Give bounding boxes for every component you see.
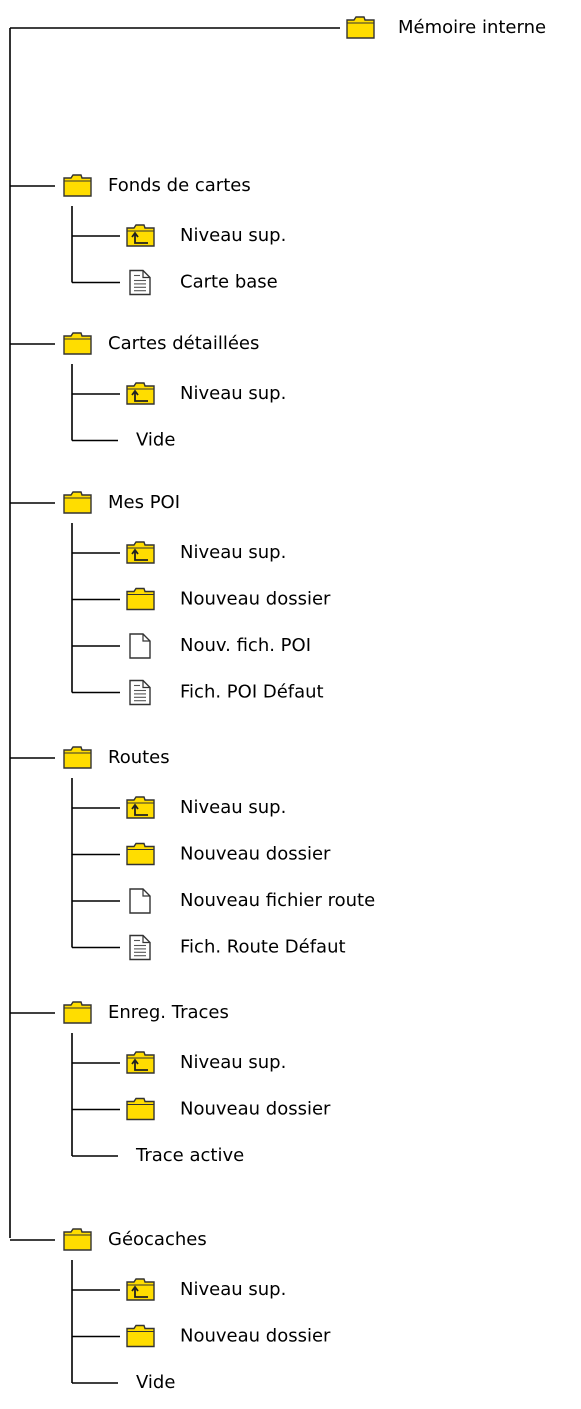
- group-label: Géocaches: [108, 1229, 207, 1250]
- child-label: Niveau sup.: [180, 383, 286, 404]
- child-label: Fich. Route Défaut: [180, 937, 346, 958]
- child-label: Nouveau dossier: [180, 1326, 331, 1347]
- parent-level-icon: [126, 796, 155, 819]
- group-folder-icon: [63, 1001, 92, 1024]
- parent-level-icon: [126, 1278, 155, 1301]
- child-label: Niveau sup.: [180, 542, 286, 563]
- parent-level-icon: [126, 382, 155, 405]
- group-folder-icon: [63, 491, 92, 514]
- child-label: Nouveau fichier route: [180, 890, 375, 911]
- folder-icon: [126, 842, 155, 866]
- child-label: Nouveau dossier: [180, 1099, 331, 1120]
- child-label: Vide: [136, 1372, 175, 1393]
- document-icon: [129, 679, 151, 706]
- root-label: Mémoire interne: [398, 17, 546, 38]
- folder-icon: [126, 1324, 155, 1348]
- blank-file-icon: [129, 888, 151, 914]
- group-folder-icon: [63, 746, 92, 769]
- document-icon: [129, 934, 151, 961]
- group-label: Enreg. Traces: [108, 1002, 229, 1023]
- child-label: Carte base: [180, 272, 278, 293]
- child-label: Nouveau dossier: [180, 844, 331, 865]
- child-label: Fich. POI Défaut: [180, 682, 324, 703]
- group-folder-icon: [63, 1228, 92, 1251]
- folder-icon: [126, 1097, 155, 1121]
- child-label: Nouv. fich. POI: [180, 635, 311, 656]
- folder-icon: [126, 587, 155, 611]
- child-label: Niveau sup.: [180, 1279, 286, 1300]
- parent-level-icon: [126, 541, 155, 564]
- root-folder-icon: [346, 16, 375, 39]
- group-folder-icon: [63, 174, 92, 197]
- group-label: Mes POI: [108, 492, 180, 513]
- child-label: Vide: [136, 430, 175, 451]
- group-label: Cartes détaillées: [108, 333, 259, 354]
- child-label: Niveau sup.: [180, 225, 286, 246]
- child-label: Niveau sup.: [180, 1052, 286, 1073]
- child-label: Trace active: [135, 1145, 244, 1166]
- group-label: Routes: [108, 747, 170, 768]
- parent-level-icon: [126, 224, 155, 247]
- child-label: Niveau sup.: [180, 797, 286, 818]
- document-icon: [129, 269, 151, 296]
- group-label: Fonds de cartes: [108, 175, 251, 196]
- group-folder-icon: [63, 332, 92, 355]
- parent-level-icon: [126, 1051, 155, 1074]
- child-label: Nouveau dossier: [180, 589, 331, 610]
- blank-file-icon: [129, 633, 151, 659]
